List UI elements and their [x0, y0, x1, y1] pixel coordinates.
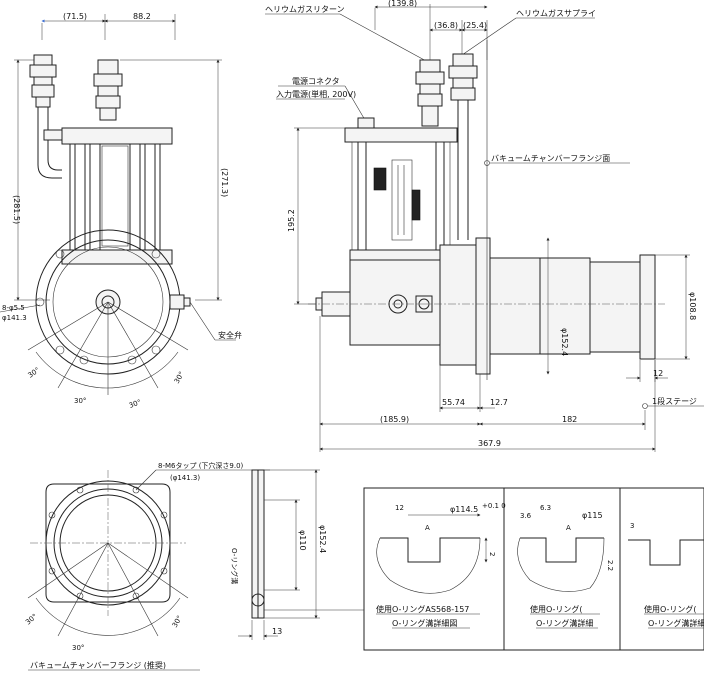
roughness-1: 12 — [395, 504, 404, 512]
flange-section-view: O-リング溝 φ110 φ152.4 13 — [230, 469, 364, 640]
oring-detail-3-label: O-リング溝詳細 — [648, 618, 704, 628]
angle-30-1: 30° — [27, 366, 42, 380]
dim-36-8: (36.8) — [434, 21, 458, 30]
dim-271-3: (271.3) — [220, 168, 229, 197]
dim-182: 182 — [562, 415, 577, 424]
label-oring-groove-v: O-リング溝 — [230, 548, 239, 584]
dim-phi141-3: φ141.3 — [2, 314, 27, 322]
angle-30-3: 30° — [128, 398, 142, 410]
dim-2: 2 — [488, 552, 496, 556]
dim-3-6: 3.6 — [520, 512, 532, 520]
label-tap-pcd: (φ141.3) — [170, 474, 200, 482]
flange-angle-30-2: 30° — [72, 644, 84, 652]
dim-195-2: 195.2 — [287, 209, 296, 232]
dim-13: 13 — [272, 627, 282, 636]
oring-detail-1-label: O-リング溝詳細図 — [392, 618, 457, 628]
dim-2-2: 2.2 — [606, 560, 614, 571]
dim-71-5: (71.5) — [63, 12, 87, 21]
dim-281-5: (281.5) — [12, 195, 21, 224]
dim-88-2: 88.2 — [133, 12, 151, 21]
oring-detail-2-label: O-リング溝詳細 — [536, 618, 593, 628]
dim-phi114-5: φ114.5 — [450, 505, 478, 514]
dim-367-9: 367.9 — [478, 439, 501, 448]
oring-detail-1: φ114.5 +0.1 0 12 A 2 使用O-リングAS568-157 O-… — [376, 502, 506, 629]
dim-flange-110: φ110 — [298, 530, 307, 551]
dim-3: 3 — [630, 522, 634, 530]
dim-12-7: 12.7 — [490, 398, 508, 407]
flange-angle-30-3: 30° — [171, 614, 184, 629]
dim-152-4: φ152.4 — [560, 328, 569, 356]
label-power-connector: 電源コネクタ — [292, 77, 340, 86]
dim-108-8: φ108.8 — [688, 292, 697, 320]
flange-angle-30-1: 30° — [24, 612, 39, 626]
dim-8-phi5-5: 8-φ5.5 — [2, 304, 25, 312]
flange-title: バキュームチャンバーフランジ (推奨) — [30, 660, 166, 670]
label-stage1: 1段ステージ — [652, 396, 697, 406]
flange-front-view: 8-M6タップ (下穴深さ9.0) (φ141.3) 30° 30° 30° バ… — [24, 461, 270, 671]
angle-30-2: 30° — [74, 397, 86, 405]
dim-flange-152-4: φ152.4 — [318, 525, 327, 553]
dim-12: 12 — [653, 369, 663, 378]
label-safety-valve: 安全弁 — [218, 330, 242, 340]
oring-detail-panels: φ114.5 +0.1 0 12 A 2 使用O-リングAS568-157 O-… — [363, 487, 704, 651]
right-view: (139.8) (36.8) (25.4) ヘリウムガスリターン ヘリウムガスサ… — [265, 0, 704, 452]
oring-used-2: 使用O-リング( — [530, 604, 583, 614]
label-tap: 8-M6タップ (下穴深さ9.0) — [158, 461, 244, 470]
finish-a-1: A — [425, 524, 430, 532]
angle-30-4: 30° — [173, 370, 186, 385]
dim-55-74: 55.74 — [442, 398, 465, 407]
label-input-power: 入力電源(単相, 200V) — [276, 89, 356, 99]
oring-used-3: 使用O-リング( — [644, 604, 697, 614]
dim-139-8: (139.8) — [388, 0, 417, 8]
tol-1: +0.1 0 — [482, 502, 506, 510]
dim-25-4: (25.4) — [463, 21, 487, 30]
left-view: (71.5) 88.2 (281.5) (271.3) — [0, 12, 242, 410]
roughness-2: 6.3 — [540, 504, 551, 512]
oring-detail-3: 3 使用O-リング( O-リング溝詳細 — [628, 522, 704, 629]
oring-detail-2: 3.6 φ115 A 6.3 2.2 使用O-リング( O-リング溝詳細 — [517, 504, 614, 629]
label-helium-supply: ヘリウムガスサプライ — [516, 8, 596, 18]
finish-a-2: A — [566, 524, 571, 532]
dim-phi115: φ115 — [582, 511, 603, 520]
label-vacuum-flange: バキュームチャンバーフランジ面 — [491, 154, 610, 163]
dim-185-9: (185.9) — [380, 415, 409, 424]
oring-used-1: 使用O-リングAS568-157 — [376, 604, 469, 614]
label-helium-return: ヘリウムガスリターン — [265, 4, 345, 14]
